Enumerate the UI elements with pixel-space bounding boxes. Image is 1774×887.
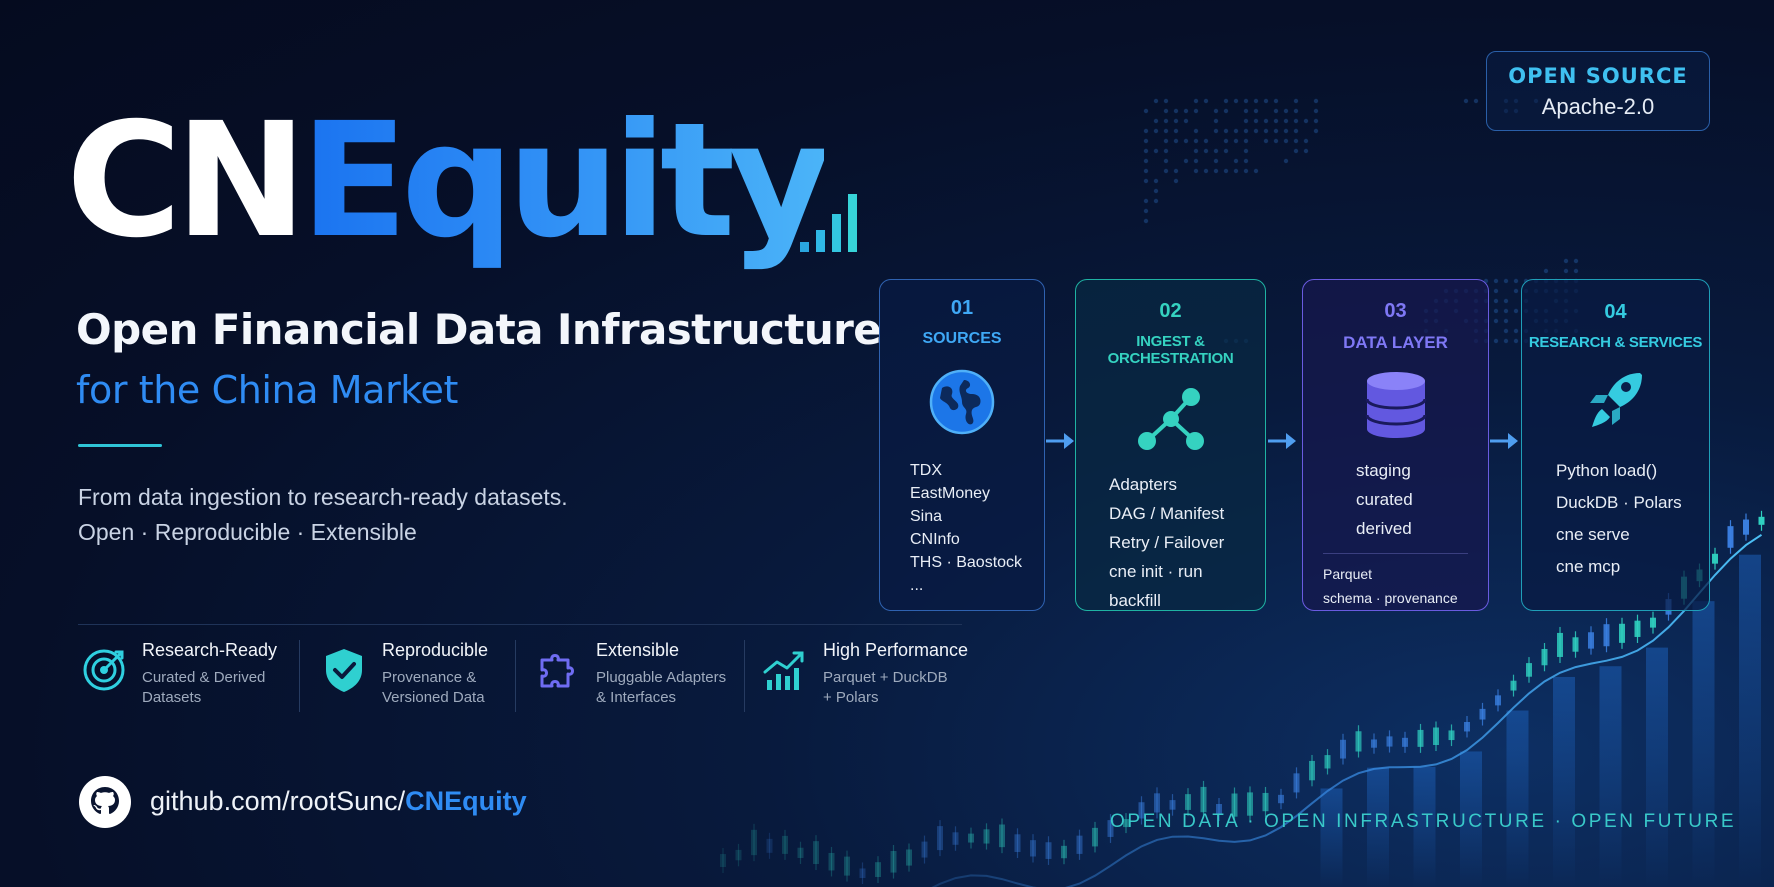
chart-growth-icon — [763, 651, 804, 690]
list-item: Adapters — [1109, 475, 1178, 494]
github-link-repo: CNEquity — [405, 786, 527, 816]
feature-title: Research-Ready — [142, 640, 278, 660]
feature-research-ready: Research-Ready Curated & Derived Dataset… — [80, 640, 277, 716]
section-divider — [78, 624, 962, 625]
feature-title: Reproducible — [382, 640, 489, 660]
card-number: 02 — [1159, 300, 1182, 322]
list-item: DAG / Manifest — [1109, 504, 1225, 523]
data-layer-footer-list: Parquet schema · provenance — [1323, 566, 1488, 606]
list-item: Retry / Failover — [1109, 533, 1225, 552]
target-icon — [83, 649, 125, 691]
research-list: Python load() DuckDB · Polars cne serve … — [1556, 461, 1709, 577]
list-item: Sina — [910, 508, 943, 525]
card-number: 01 — [950, 297, 974, 319]
license-badge: OPEN SOURCE Apache-2.0 — [1486, 51, 1710, 131]
globe-icon — [929, 369, 995, 435]
feature-reproducible: Reproducible Provenance & Versioned Data — [320, 640, 488, 716]
feature-extensible: Extensible Pluggable Adapters & Interfac… — [534, 640, 726, 716]
pipeline-card-data-layer: 03 DATA LAYER staging curated derived Pa… — [1302, 279, 1489, 611]
list-item: DuckDB · Polars — [1556, 493, 1682, 512]
subtitle-secondary: for the China Market — [76, 368, 459, 412]
puzzle-icon — [540, 654, 574, 688]
list-item: ... — [910, 577, 924, 594]
shield-check-icon — [326, 649, 362, 692]
brand-name-part2: Equity — [300, 89, 831, 273]
card-number: 03 — [1384, 300, 1407, 322]
ingest-list: Adapters DAG / Manifest Retry / Failover… — [1109, 475, 1265, 611]
github-link-prefix: github.com/rootSunc/ — [150, 786, 406, 816]
card-number: 04 — [1604, 301, 1627, 323]
feature-title: High Performance — [823, 640, 969, 660]
feature-desc-line1: Curated & Derived — [142, 669, 266, 686]
data-layer-list: staging curated derived — [1356, 461, 1488, 539]
list-item: CNInfo — [910, 531, 960, 548]
list-item: TDX — [910, 462, 942, 479]
tagline-line1: From data ingestion to research-ready da… — [78, 484, 568, 510]
footer-tagline: OPEN DATA · OPEN INFRASTRUCTURE · OPEN F… — [1110, 811, 1737, 832]
card-title: INGEST & ORCHESTRATION — [1107, 333, 1234, 367]
arrow-right-icon — [1490, 433, 1518, 449]
github-link[interactable]: github.com/rootSunc/CNEquity — [150, 786, 527, 817]
arrow-right-icon — [1046, 433, 1074, 449]
list-item: cne mcp — [1556, 557, 1621, 576]
signal-bars-icon — [800, 194, 857, 252]
feature-desc-line2: + Polars — [823, 689, 879, 706]
list-item: staging — [1356, 461, 1411, 480]
pipeline-card-research: 04 RESEARCH & SERVICES Python load() Duc… — [1521, 279, 1710, 611]
source-list: TDX EastMoney Sina CNInfo THS · Baostock… — [910, 462, 1044, 595]
rocket-icon — [1589, 373, 1642, 427]
card-title: DATA LAYER — [1343, 333, 1448, 352]
list-item: cne init · run — [1109, 562, 1203, 581]
card-title: RESEARCH & SERVICES — [1528, 334, 1703, 351]
list-item: derived — [1356, 519, 1412, 538]
candlestick-background — [720, 510, 1765, 887]
list-item: backfill — [1109, 591, 1161, 610]
brand-title: CNEquity — [66, 102, 831, 260]
feature-divider — [744, 640, 745, 712]
list-item: Python load() — [1556, 461, 1658, 480]
feature-title: Extensible — [596, 640, 680, 660]
feature-desc-line1: Pluggable Adapters — [596, 669, 727, 686]
list-item: schema · provenance — [1323, 590, 1458, 606]
card-title: SOURCES — [922, 330, 1002, 347]
feature-high-performance: High Performance Parquet + DuckDB + Pola… — [761, 640, 968, 716]
arrow-right-icon — [1268, 433, 1296, 449]
pipeline-card-sources: 01 SOURCES TDX EastMoney Sina CNInfo THS… — [879, 279, 1045, 611]
network-nodes-icon — [1137, 388, 1204, 450]
badge-label: OPEN SOURCE — [1508, 64, 1688, 88]
accent-divider — [78, 444, 162, 447]
pipeline-card-ingest: 02 INGEST & ORCHESTRATION Adapters DAG /… — [1075, 279, 1266, 611]
list-item: THS · Baostock — [910, 554, 1023, 571]
brand-name-part1: CN — [66, 89, 307, 273]
badge-license: Apache-2.0 — [1541, 94, 1655, 119]
subtitle-primary: Open Financial Data Infrastructure — [76, 305, 882, 354]
feature-divider — [515, 640, 516, 712]
database-icon — [1365, 372, 1426, 438]
tagline-line2: Open · Reproducible · Extensible — [78, 519, 417, 545]
feature-desc-line2: Datasets — [142, 689, 202, 706]
list-item: EastMoney — [910, 485, 991, 502]
github-icon[interactable] — [78, 775, 132, 829]
feature-desc-line2: Versioned Data — [382, 689, 485, 706]
list-item: cne serve — [1556, 525, 1630, 544]
list-item: curated — [1356, 490, 1413, 509]
list-item: Parquet — [1323, 566, 1373, 582]
feature-desc-line2: & Interfaces — [596, 689, 677, 706]
feature-desc-line1: Provenance & — [382, 669, 477, 686]
card-divider — [1323, 553, 1468, 554]
feature-desc-line1: Parquet + DuckDB — [823, 669, 948, 686]
feature-divider — [299, 640, 300, 712]
